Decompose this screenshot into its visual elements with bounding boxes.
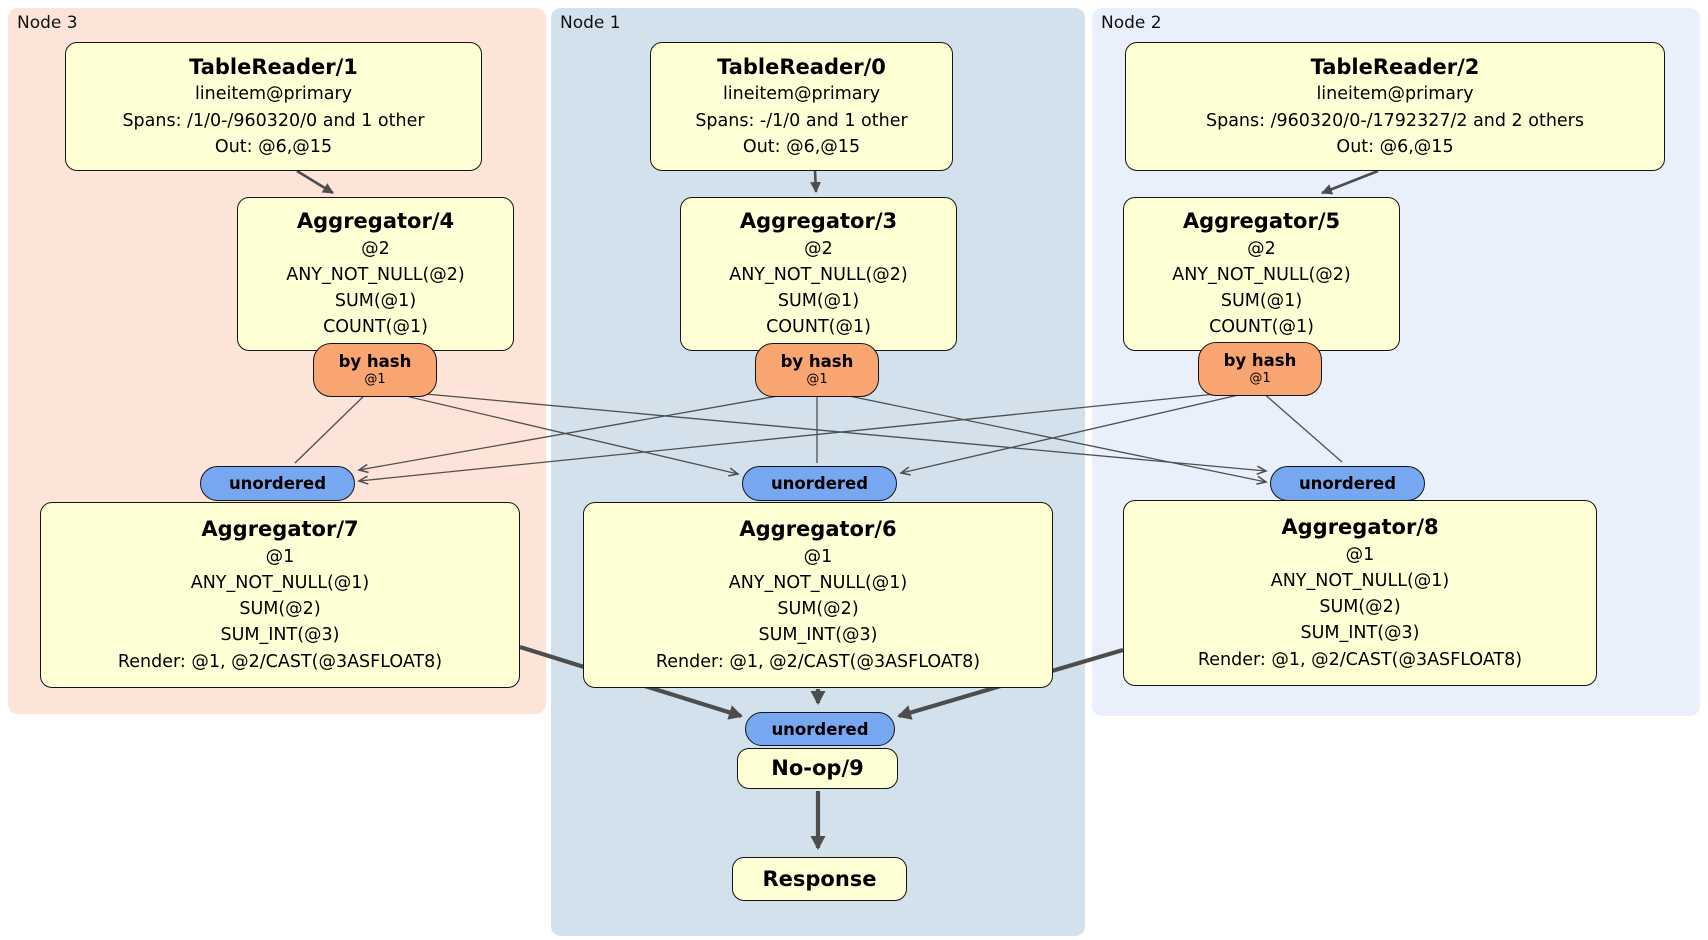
by-hash-router-4-label: by hash (338, 352, 412, 372)
aggregator-5-fn3: COUNT(@1) (1209, 317, 1314, 338)
aggregator-3-groupcols: @2 (804, 238, 833, 259)
aggregator-7-fn2: SUM(@2) (239, 599, 321, 620)
response-title: Response (762, 866, 877, 891)
tablereader-2-index: lineitem@primary (1316, 84, 1474, 105)
tablereader-1-title: TableReader/1 (189, 54, 358, 79)
aggregator-6-groupcols: @1 (803, 546, 833, 567)
aggregator-3-box: Aggregator/3 @2 ANY_NOT_NULL(@2) SUM(@1)… (680, 197, 957, 351)
unordered-sync-6: unordered (742, 466, 897, 501)
aggregator-8-groupcols: @1 (1345, 544, 1375, 565)
by-hash-router-4-detail: @1 (364, 372, 386, 388)
aggregator-5-fn2: SUM(@1) (1220, 291, 1303, 312)
by-hash-router-5-label: by hash (1223, 351, 1297, 371)
by-hash-router-3-detail: @1 (806, 372, 828, 388)
aggregator-6-title: Aggregator/6 (739, 517, 897, 542)
by-hash-router-5-detail: @1 (1249, 371, 1271, 387)
tablereader-1-spans: Spans: /1/0-/960320/0 and 1 other (122, 110, 425, 131)
tablereader-1-out: Out: @6,@15 (214, 136, 333, 157)
node1-label: Node 1 (560, 13, 621, 33)
aggregator-7-groupcols: @1 (265, 546, 295, 567)
aggregator-3-fn2: SUM(@1) (777, 291, 860, 312)
aggregator-6-render: Render: @1, @2/CAST(@3ASFLOAT8) (655, 651, 981, 672)
by-hash-router-3-label: by hash (780, 352, 854, 372)
tablereader-0-box: TableReader/0 lineitem@primary Spans: -/… (650, 42, 953, 171)
aggregator-8-fn3: SUM_INT(@3) (1300, 623, 1420, 644)
aggregator-3-title: Aggregator/3 (739, 209, 898, 234)
aggregator-5-groupcols: @2 (1247, 238, 1276, 259)
aggregator-4-title: Aggregator/4 (296, 209, 455, 234)
aggregator-4-box: Aggregator/4 @2 ANY_NOT_NULL(@2) SUM(@1)… (237, 197, 514, 351)
aggregator-5-title: Aggregator/5 (1182, 209, 1341, 234)
aggregator-3-fn3: COUNT(@1) (766, 317, 871, 338)
aggregator-7-fn3: SUM_INT(@3) (220, 625, 340, 646)
aggregator-6-fn2: SUM(@2) (777, 599, 859, 620)
tablereader-1-box: TableReader/1 lineitem@primary Spans: /1… (65, 42, 482, 171)
tablereader-2-title: TableReader/2 (1310, 54, 1480, 79)
tablereader-2-box: TableReader/2 lineitem@primary Spans: /9… (1125, 42, 1665, 171)
aggregator-4-groupcols: @2 (361, 238, 390, 259)
tablereader-0-out: Out: @6,@15 (742, 136, 861, 157)
aggregator-4-fn3: COUNT(@1) (323, 317, 428, 338)
noop-9-title: No-op/9 (771, 756, 864, 781)
aggregator-4-fn2: SUM(@1) (334, 291, 417, 312)
response-box: Response (732, 857, 907, 901)
aggregator-3-fn1: ANY_NOT_NULL(@2) (729, 264, 908, 285)
noop-9-box: No-op/9 (737, 748, 898, 789)
tablereader-0-index: lineitem@primary (722, 84, 881, 105)
by-hash-router-5: by hash @1 (1198, 342, 1322, 396)
aggregator-7-fn1: ANY_NOT_NULL(@1) (190, 572, 370, 593)
aggregator-6-fn1: ANY_NOT_NULL(@1) (728, 572, 908, 593)
unordered-sync-final: unordered (745, 712, 895, 746)
tablereader-0-title: TableReader/0 (717, 54, 886, 79)
aggregator-6-box: Aggregator/6 @1 ANY_NOT_NULL(@1) SUM(@2)… (583, 502, 1053, 688)
aggregator-7-box: Aggregator/7 @1 ANY_NOT_NULL(@1) SUM(@2)… (40, 502, 520, 688)
aggregator-8-box: Aggregator/8 @1 ANY_NOT_NULL(@1) SUM(@2)… (1123, 500, 1597, 686)
unordered-sync-8: unordered (1270, 466, 1425, 501)
unordered-sync-7: unordered (200, 466, 355, 501)
by-hash-router-3: by hash @1 (755, 343, 879, 397)
aggregator-7-render: Render: @1, @2/CAST(@3ASFLOAT8) (117, 651, 443, 672)
node3-label: Node 3 (17, 13, 78, 33)
by-hash-router-4: by hash @1 (313, 343, 437, 397)
aggregator-8-render: Render: @1, @2/CAST(@3ASFLOAT8) (1197, 649, 1523, 670)
aggregator-5-box: Aggregator/5 @2 ANY_NOT_NULL(@2) SUM(@1)… (1123, 197, 1400, 351)
aggregator-8-fn2: SUM(@2) (1319, 597, 1401, 618)
tablereader-0-spans: Spans: -/1/0 and 1 other (695, 110, 908, 131)
aggregator-8-title: Aggregator/8 (1281, 515, 1439, 540)
aggregator-7-title: Aggregator/7 (201, 517, 359, 542)
node2-label: Node 2 (1101, 13, 1162, 33)
tablereader-1-index: lineitem@primary (194, 84, 353, 105)
tablereader-2-out: Out: @6,@15 (1336, 136, 1454, 157)
aggregator-6-fn3: SUM_INT(@3) (758, 625, 878, 646)
tablereader-2-spans: Spans: /960320/0-/1792327/2 and 2 others (1205, 110, 1584, 131)
aggregator-8-fn1: ANY_NOT_NULL(@1) (1270, 570, 1450, 591)
aggregator-4-fn1: ANY_NOT_NULL(@2) (286, 264, 465, 285)
aggregator-5-fn1: ANY_NOT_NULL(@2) (1172, 264, 1351, 285)
